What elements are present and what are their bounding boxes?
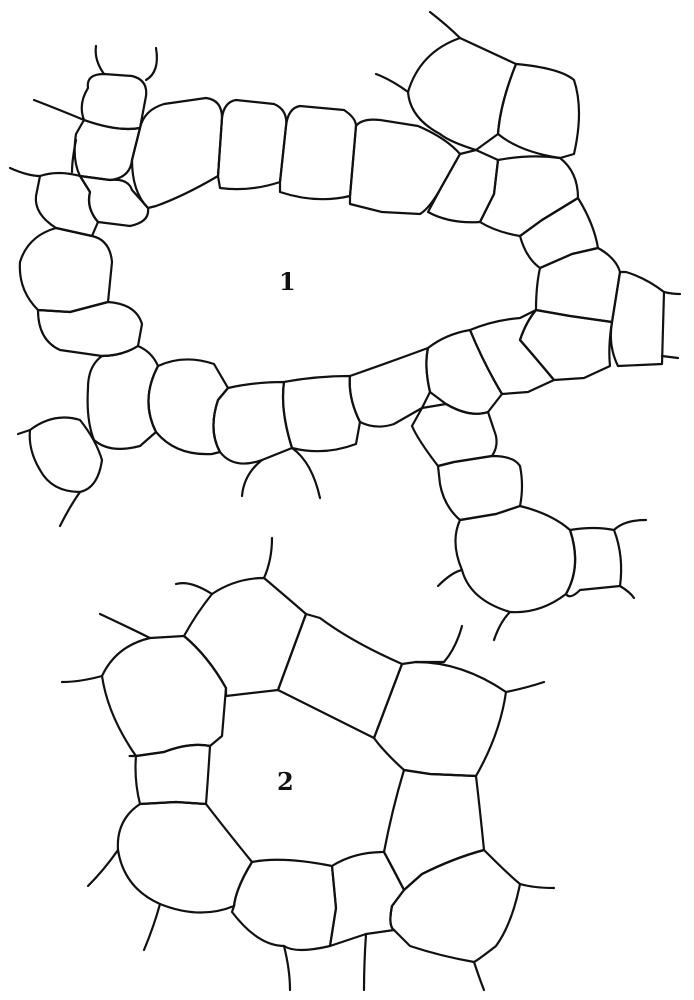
fig2-wall-stub bbox=[98, 612, 152, 640]
fig2-wall-stub bbox=[142, 902, 162, 952]
fig1-wall-stub bbox=[290, 446, 322, 500]
fig1-cell bbox=[609, 270, 666, 368]
fig1-cell bbox=[518, 196, 600, 270]
fig1-cell bbox=[406, 36, 518, 152]
fig1-wall-stub bbox=[8, 166, 42, 178]
fig1-cell bbox=[564, 526, 623, 598]
fig1-wall-stub bbox=[70, 138, 78, 174]
fig2-cell bbox=[372, 660, 508, 778]
fig1-wall-stub bbox=[618, 584, 636, 600]
fig2-wall-stub bbox=[174, 582, 214, 596]
fig2-wall-stub bbox=[472, 960, 486, 992]
fig2-cell bbox=[134, 743, 212, 806]
fig1-cell bbox=[426, 148, 500, 224]
fig1-cell bbox=[28, 416, 104, 494]
figure-2-cell-ring bbox=[60, 536, 556, 992]
fig1-cell bbox=[78, 174, 150, 228]
fig1-cell bbox=[18, 226, 114, 314]
fig1-cell bbox=[348, 118, 462, 216]
fig1-cell bbox=[281, 374, 362, 453]
fig1-wall-stub bbox=[16, 428, 32, 436]
fig1-cell bbox=[216, 98, 288, 191]
fig1-wall-stub bbox=[428, 10, 462, 40]
fig2-cell bbox=[182, 576, 308, 698]
fig1-cell bbox=[410, 402, 498, 468]
fig1-cell bbox=[534, 246, 622, 324]
fig1-wall-stub bbox=[436, 568, 464, 588]
fig1-wall-stub bbox=[374, 72, 410, 94]
fig1-cell bbox=[425, 328, 504, 415]
fig2-wall-stub bbox=[282, 944, 292, 992]
fig1-wall-stub bbox=[58, 490, 82, 528]
fig1-cell bbox=[468, 308, 556, 396]
fig1-cell bbox=[496, 62, 581, 160]
fig2-wall-stub bbox=[262, 536, 274, 580]
fig2-cell bbox=[382, 768, 486, 892]
fig1-wall-stub bbox=[144, 46, 158, 82]
fig2-cell bbox=[389, 848, 522, 964]
fig2-wall-stub bbox=[86, 848, 120, 888]
fig1-wall-stub bbox=[662, 290, 682, 296]
fig2-wall-stub bbox=[414, 624, 464, 664]
fig1-cell bbox=[212, 380, 294, 465]
fig1-cell bbox=[36, 300, 144, 358]
fig2-cell bbox=[116, 800, 254, 914]
fig2-wall-stub bbox=[60, 674, 104, 684]
fig1-wall-stub bbox=[94, 44, 106, 76]
fig1-cell bbox=[80, 72, 148, 131]
fig1-cell bbox=[436, 454, 524, 522]
fig1-cell bbox=[130, 96, 224, 210]
fig2-cell bbox=[100, 634, 228, 758]
fig1-cell bbox=[73, 118, 142, 182]
fig1-cell bbox=[278, 104, 358, 201]
fig1-cell bbox=[478, 155, 580, 238]
figure-1-cell-ring bbox=[8, 10, 682, 642]
fig1-wall-stub bbox=[612, 518, 648, 532]
fig1-wall-stub bbox=[240, 458, 264, 498]
fig1-wall-stub bbox=[32, 98, 86, 122]
fig2-wall-stub bbox=[362, 932, 368, 992]
fig1-wall-stub bbox=[660, 354, 680, 360]
fig1-cell bbox=[518, 308, 614, 382]
fig2-cell bbox=[276, 612, 404, 740]
fig1-wall-stub bbox=[492, 610, 512, 642]
fig2-cell bbox=[230, 858, 338, 952]
fig1-cell bbox=[34, 171, 100, 238]
fig2-wall-stub bbox=[518, 882, 556, 890]
fig1-cell bbox=[86, 344, 160, 451]
fig1-cell bbox=[147, 358, 230, 456]
fig2-wall-stub bbox=[504, 680, 546, 694]
figure-2-label: 2 bbox=[277, 767, 294, 796]
figure-1-label: 1 bbox=[279, 267, 296, 296]
fig1-cell bbox=[454, 504, 577, 614]
